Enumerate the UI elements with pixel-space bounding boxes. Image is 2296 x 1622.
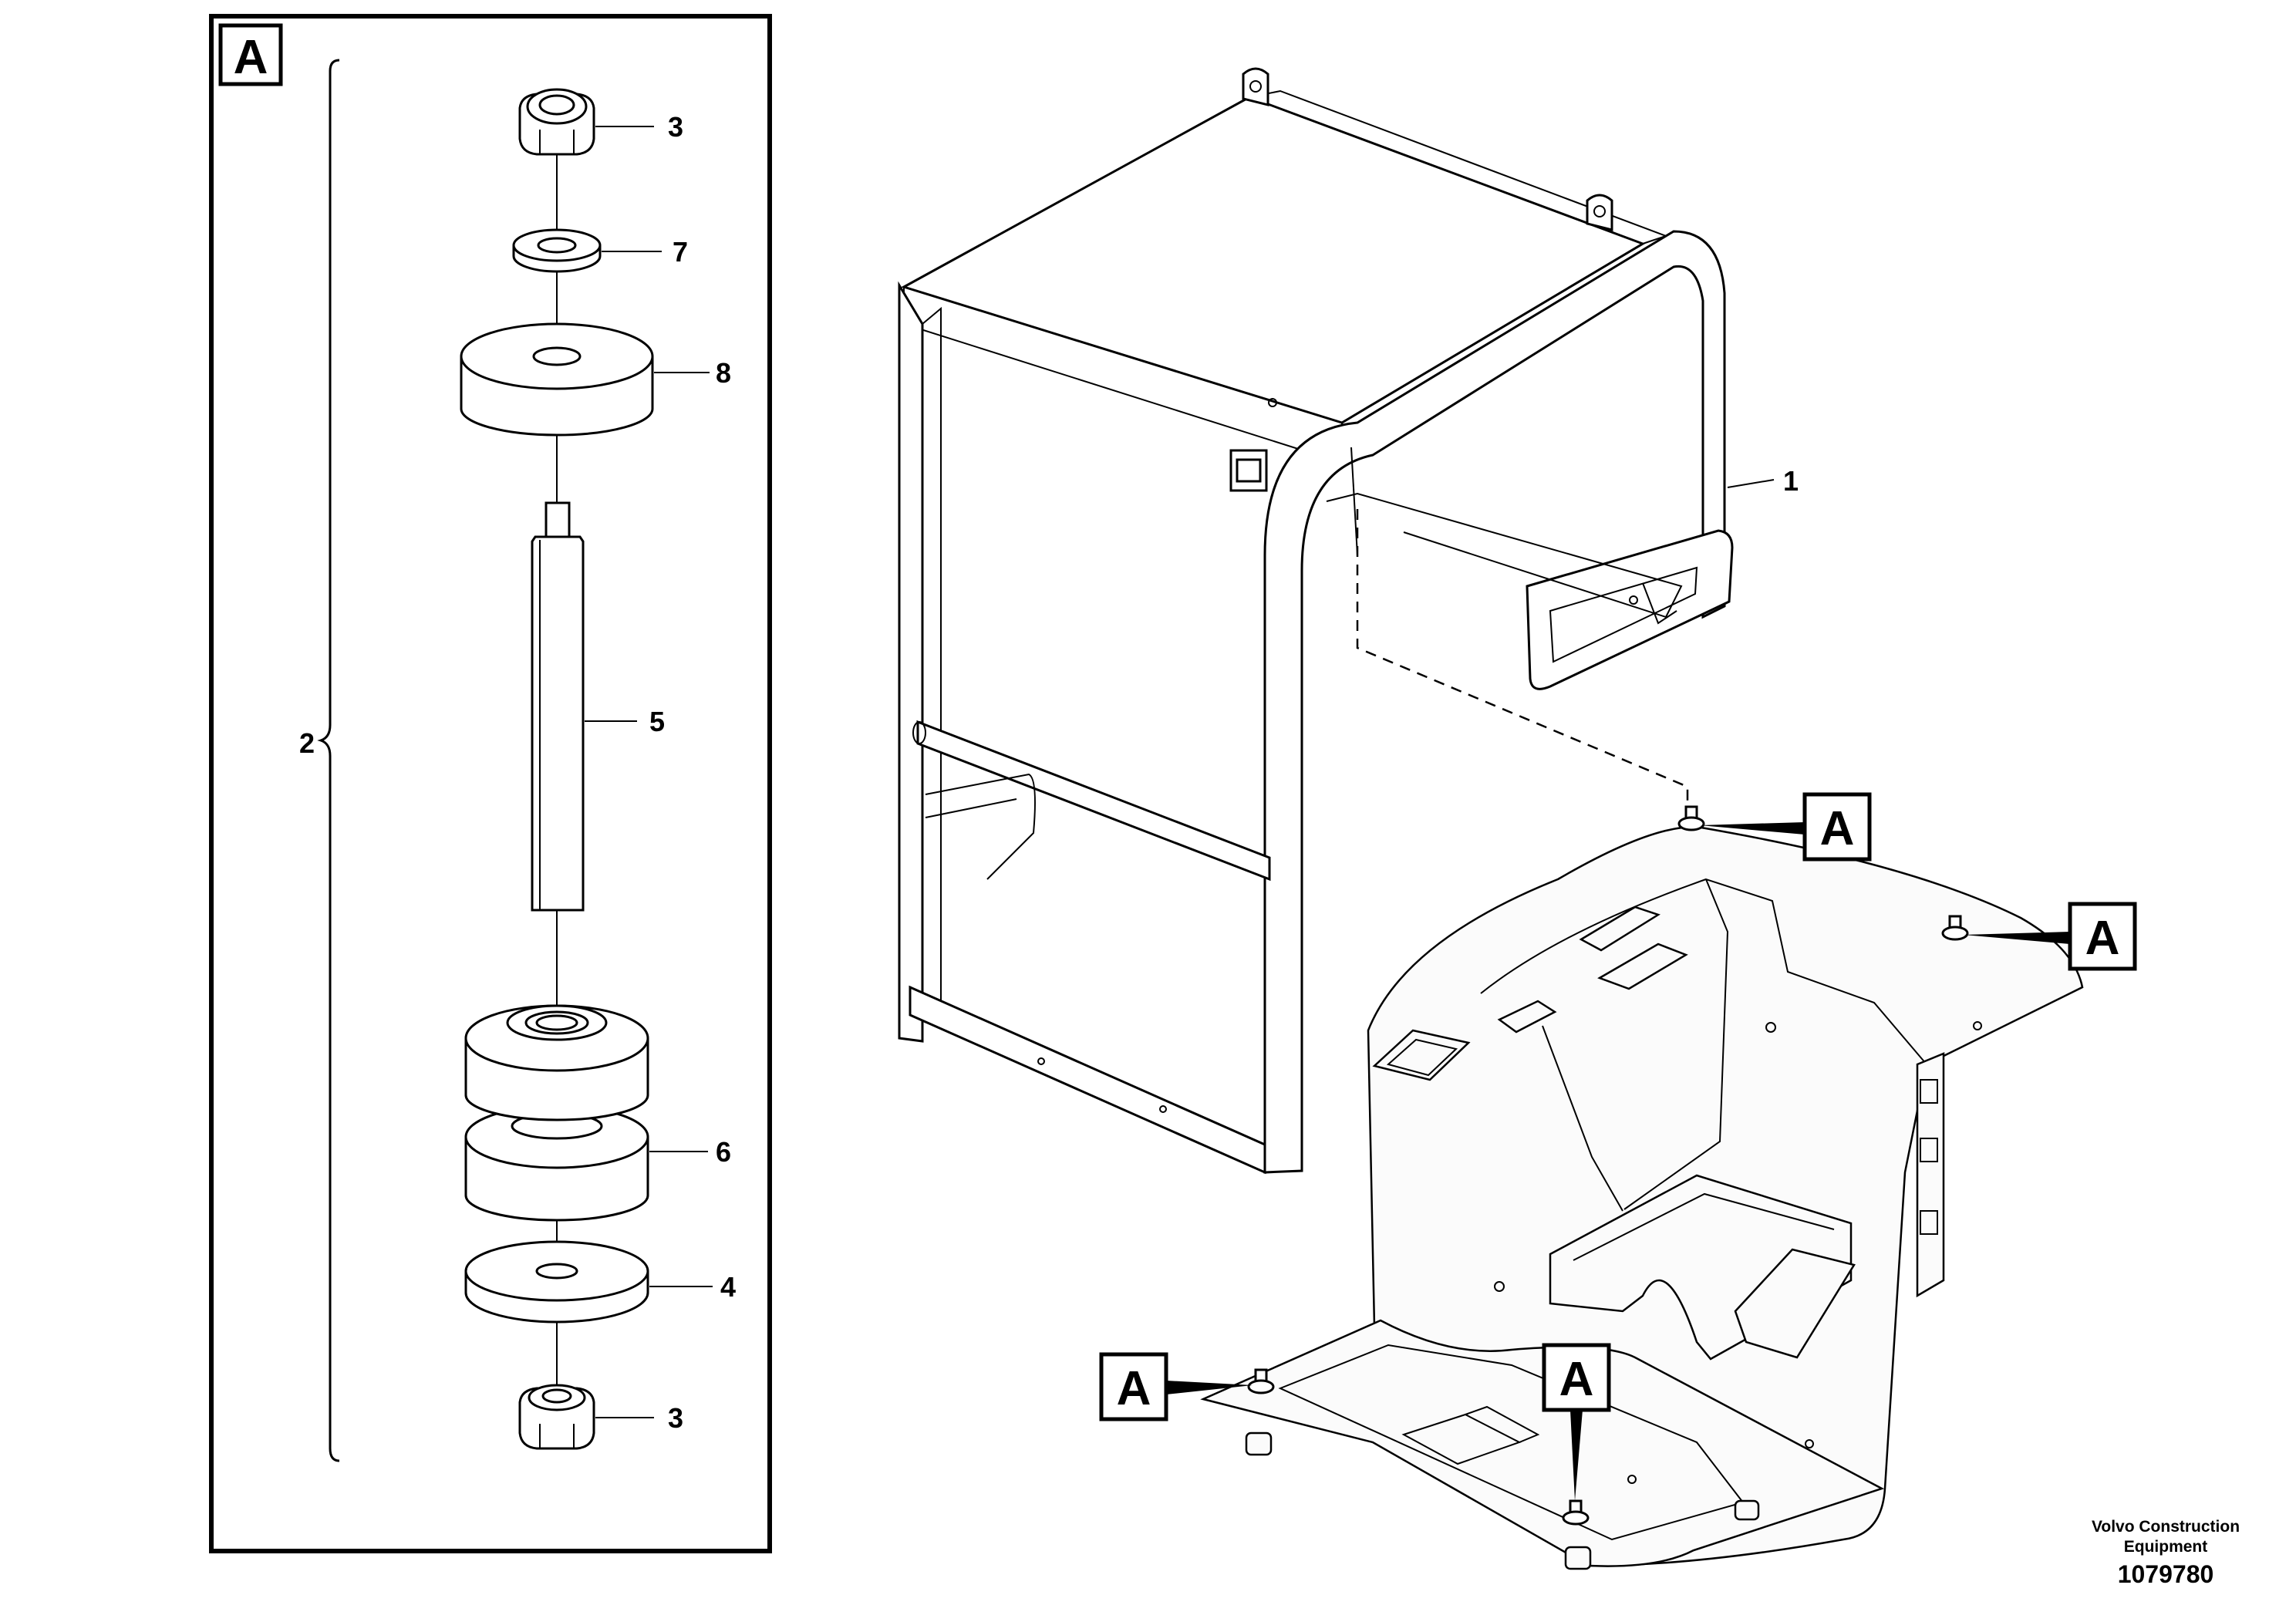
svg-text:A: A <box>1559 1353 1594 1406</box>
mount-stud-front-right <box>1562 1499 1590 1526</box>
small-washer <box>512 228 602 273</box>
callout-3-top: 3 <box>668 111 683 143</box>
company-line-1: Volvo Construction <box>2092 1518 2240 1536</box>
callout-2: 2 <box>299 727 315 759</box>
callout-4: 4 <box>720 1271 736 1303</box>
callout-1: 1 <box>1783 465 1799 497</box>
mount-stud-right <box>1941 915 1969 941</box>
large-washer <box>464 1240 649 1324</box>
mount-tag-front-left: A <box>1099 1352 1253 1421</box>
mount-stud-top <box>1677 805 1705 831</box>
rubber-damper-top <box>460 322 654 437</box>
mount-tag-right: A <box>1964 902 2137 971</box>
detail-tag-box <box>218 23 283 86</box>
callout-5: 5 <box>649 706 665 737</box>
detail-tag-letter: A <box>234 31 268 84</box>
company-line-2: Equipment <box>2124 1538 2208 1556</box>
callout-3-bottom: 3 <box>668 1402 683 1434</box>
mount-stud-front-left <box>1247 1368 1275 1394</box>
hex-nut-top <box>518 88 595 156</box>
detail-panel-frame <box>209 14 772 1553</box>
drawing-number: 1079780 <box>2118 1560 2214 1588</box>
svg-text:A: A <box>1820 802 1855 855</box>
bolt <box>531 501 585 912</box>
alignment-dashed-line <box>1356 509 1689 819</box>
assembly-bracket <box>317 59 340 1462</box>
svg-text:A: A <box>1117 1362 1151 1415</box>
cab-frame: 1 <box>898 67 1799 1175</box>
footer-block: Volvo Construction Equipment 1079780 <box>2092 1518 2240 1588</box>
hex-nut-bottom <box>518 1384 595 1450</box>
svg-text:A: A <box>2085 912 2120 965</box>
mount-tag-top: A <box>1700 792 1872 862</box>
cab-platform <box>1200 805 2084 1570</box>
callout-7: 7 <box>673 236 688 268</box>
mount-tag-front-right: A <box>1542 1343 1611 1501</box>
rubber-damper-pair <box>464 1004 649 1222</box>
callout-6: 6 <box>716 1136 731 1168</box>
detail-panel: A 2 3 7 8 <box>209 14 772 1553</box>
callout-8: 8 <box>716 357 731 389</box>
